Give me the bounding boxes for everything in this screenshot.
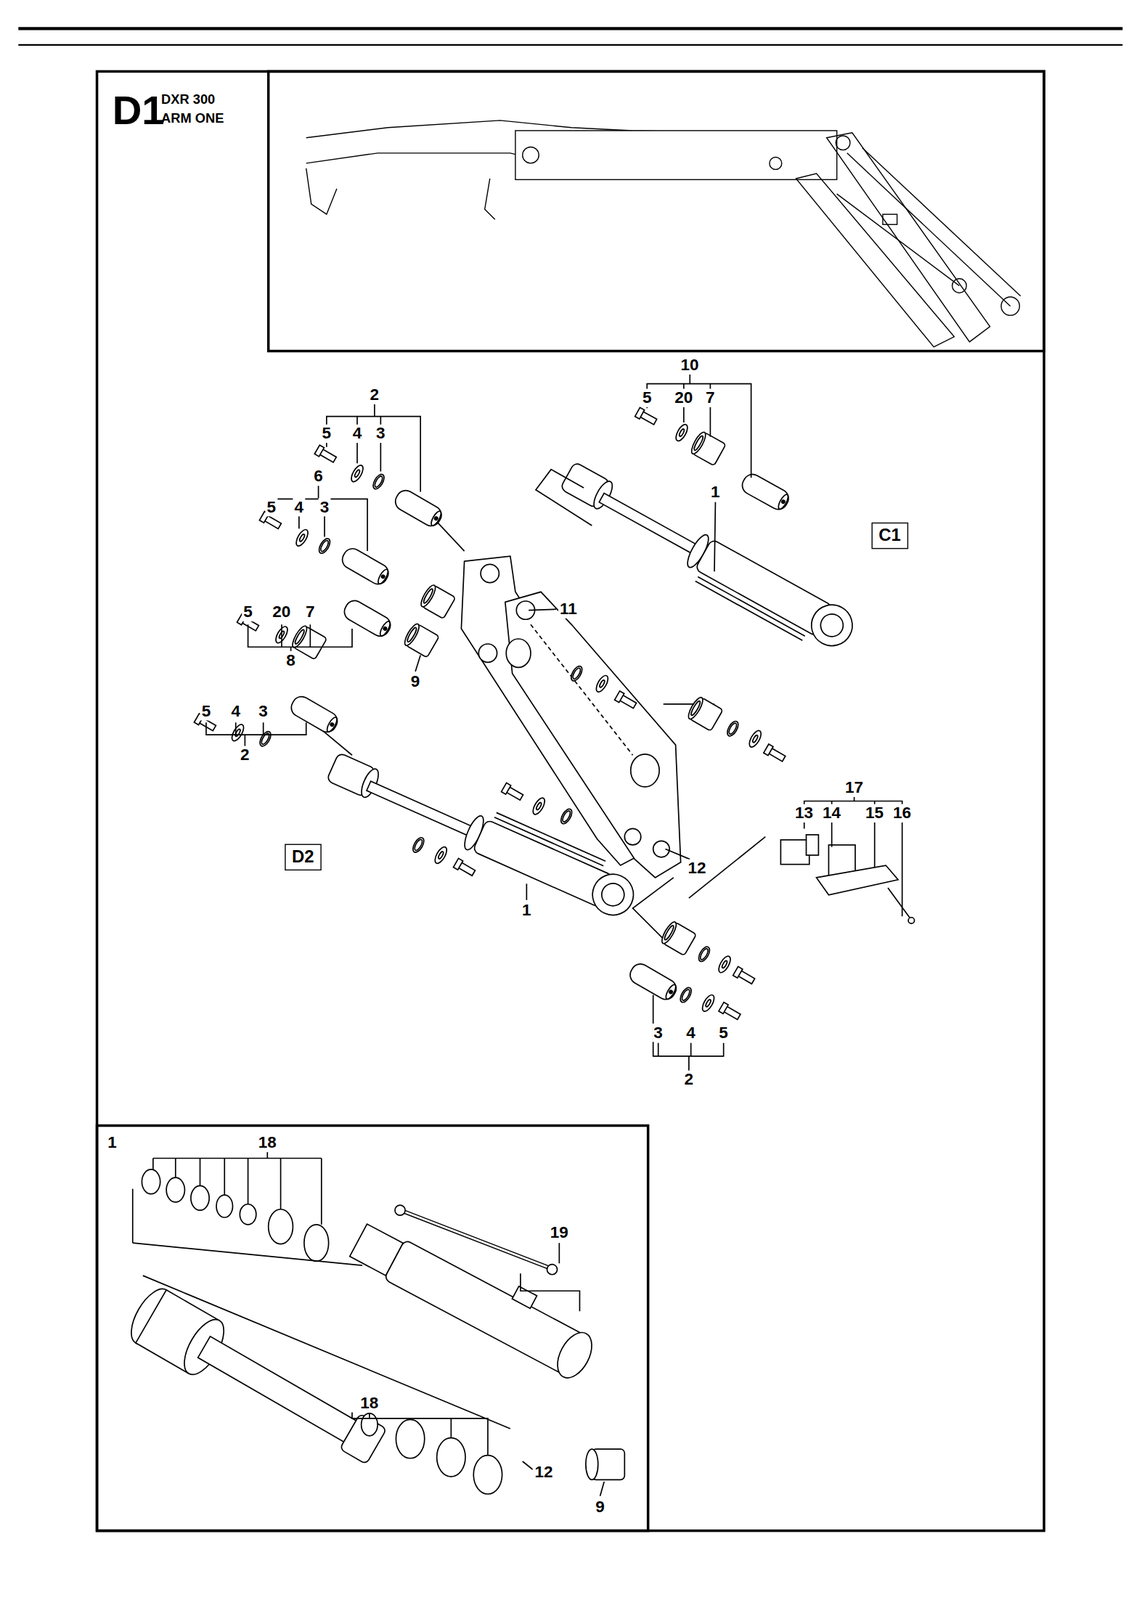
callout-number: 2 <box>368 385 382 404</box>
callout-number: 4 <box>292 498 306 517</box>
callout-number: 12 <box>686 859 709 878</box>
callout-number: 4 <box>229 702 243 721</box>
callout-number: 5 <box>264 498 279 517</box>
reference-code: C1 <box>878 524 901 545</box>
callout-number: 12 <box>532 1463 556 1482</box>
callout-number: 20 <box>672 389 695 408</box>
callout-number: 17 <box>842 778 866 798</box>
callout-number: 13 <box>792 804 816 823</box>
callout-number: 5 <box>320 424 334 443</box>
callout-number: 20 <box>270 603 294 622</box>
callout-number: 14 <box>820 804 843 823</box>
callout-number: 3 <box>257 702 271 721</box>
callout-number: 7 <box>303 603 317 622</box>
reference-box: C1 <box>871 521 908 550</box>
callout-number: 3 <box>373 424 387 443</box>
callout-number: 5 <box>640 389 654 408</box>
callout-number: 6 <box>311 467 325 486</box>
callout-number: 11 <box>557 600 579 619</box>
reference-box: D2 <box>284 843 321 872</box>
callout-number: 5 <box>241 603 255 622</box>
callout-number: 9 <box>408 672 422 691</box>
callout-number: 9 <box>593 1498 607 1517</box>
callout-number: 19 <box>548 1223 571 1242</box>
callout-number: 5 <box>717 1023 731 1042</box>
callout-number: 1 <box>708 482 722 501</box>
callout-number: 18 <box>357 1393 381 1413</box>
callout-number: 4 <box>350 424 364 443</box>
callout-number: 15 <box>863 804 886 823</box>
callout-number: 16 <box>890 804 914 823</box>
callout-number: 5 <box>199 702 213 721</box>
callout-number: 1 <box>519 900 533 920</box>
callout-number: 3 <box>651 1023 666 1042</box>
callout-number: 18 <box>256 1134 279 1153</box>
model-name: DXR 300 ARM ONE <box>161 90 233 128</box>
callout-number: 10 <box>678 356 702 375</box>
callout-number: 8 <box>283 651 297 670</box>
callout-number: 4 <box>684 1023 698 1042</box>
reference-code: D2 <box>291 846 315 867</box>
callout-number: 1 <box>105 1134 119 1153</box>
callout-number: 3 <box>317 498 332 517</box>
sheet-title: D1 <box>112 90 165 131</box>
callout-number: 7 <box>703 389 717 408</box>
callout-number: 2 <box>682 1070 696 1090</box>
callout-number: 2 <box>238 746 252 765</box>
